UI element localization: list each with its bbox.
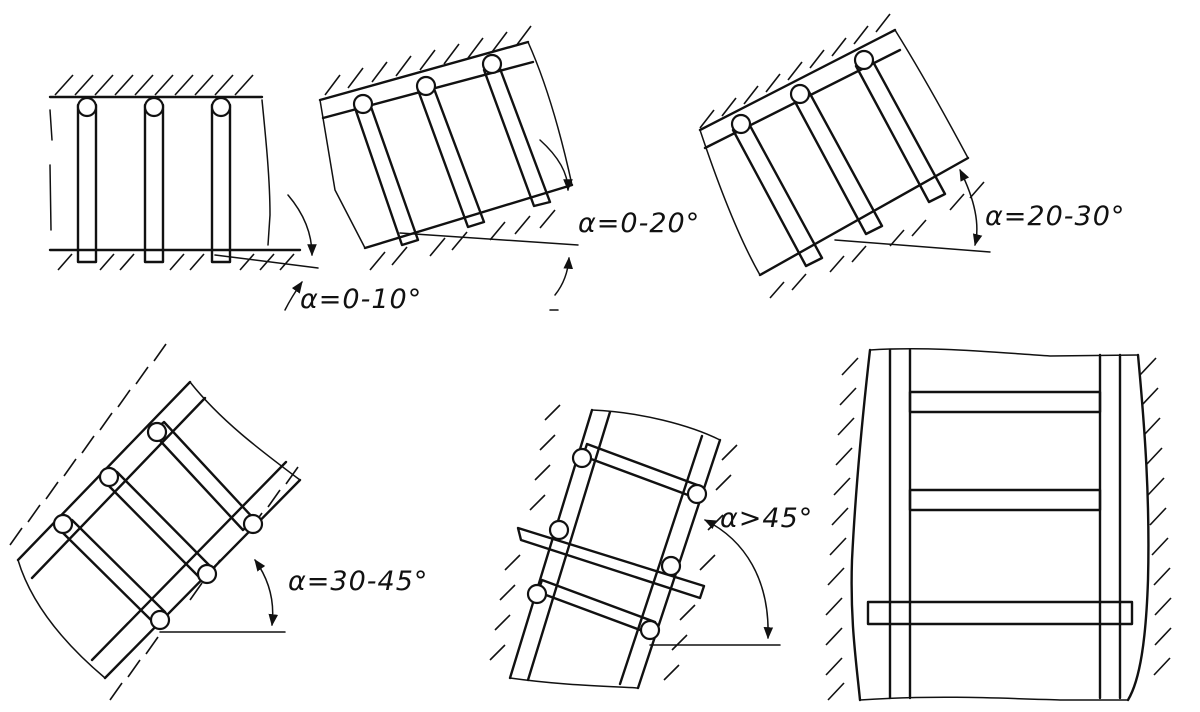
panel-steep: α>45° bbox=[489, 404, 813, 690]
post-1 bbox=[730, 113, 824, 268]
post-2 bbox=[143, 96, 165, 264]
break-line-bottom bbox=[859, 696, 1129, 701]
post-2 bbox=[415, 75, 486, 229]
panel-incline-45: α=30-45° bbox=[9, 343, 428, 701]
angle-ref-line bbox=[399, 232, 579, 246]
angle-arrow bbox=[703, 519, 774, 640]
rung-1 bbox=[908, 390, 1102, 414]
hatching-roof bbox=[54, 74, 254, 96]
wall-right bbox=[1126, 353, 1150, 702]
angle-arrow bbox=[959, 168, 983, 247]
rung-2 bbox=[526, 578, 661, 641]
floor-line bbox=[363, 183, 574, 250]
rung-2 bbox=[98, 466, 218, 585]
break-line-left bbox=[319, 99, 366, 249]
floor-line bbox=[758, 156, 970, 277]
angle-ref-line bbox=[834, 239, 991, 253]
post-1 bbox=[76, 96, 98, 264]
hatching-floor bbox=[369, 209, 556, 271]
break-line-right bbox=[189, 381, 301, 481]
break-line-right bbox=[527, 41, 573, 186]
angle-arrow-upper bbox=[287, 194, 317, 257]
angle-ref-line bbox=[214, 254, 319, 269]
break-line-right bbox=[261, 99, 271, 246]
break-line-top bbox=[591, 409, 721, 441]
rung-3 bbox=[146, 420, 264, 535]
angle-label-3: α=20-30° bbox=[985, 201, 1125, 232]
rung-2 bbox=[908, 488, 1102, 512]
crossbar bbox=[866, 600, 1134, 626]
roof-beam-top bbox=[318, 40, 530, 102]
hatching-roof bbox=[9, 343, 167, 546]
post-3 bbox=[210, 96, 232, 264]
break-line-top bbox=[869, 347, 1139, 357]
post-3 bbox=[853, 49, 947, 204]
hatching-left bbox=[825, 357, 859, 701]
angle-label-1: α=0-10° bbox=[300, 284, 422, 315]
angle-label-2: α=0-20° bbox=[578, 208, 700, 239]
floor-beam-top bbox=[90, 460, 288, 662]
hatching-left bbox=[489, 404, 561, 661]
post-1 bbox=[352, 93, 420, 247]
roof-beam-bottom bbox=[30, 396, 207, 580]
angle-arrow-upper bbox=[539, 139, 573, 192]
angle-label-5: α>45° bbox=[720, 503, 813, 534]
hatching-right bbox=[1139, 357, 1172, 676]
angle-arrow-lower bbox=[284, 281, 303, 311]
hatching-roof bbox=[324, 25, 532, 96]
break-line-left bbox=[49, 109, 53, 231]
panel-horizontal: α=0-10° bbox=[48, 74, 422, 315]
panel-incline-20: α=0-20° bbox=[318, 25, 700, 311]
leg-right-inner bbox=[618, 434, 704, 686]
post-3 bbox=[481, 53, 552, 208]
crossbar bbox=[516, 519, 706, 600]
hatching-floor bbox=[769, 181, 985, 299]
wall-left bbox=[850, 348, 872, 702]
break-line-left bbox=[699, 129, 761, 276]
hatching-roof bbox=[699, 13, 891, 129]
break-line-right bbox=[894, 29, 969, 159]
angle-arrow-lower bbox=[554, 256, 574, 296]
rung-1 bbox=[52, 513, 171, 631]
angle-label-4: α=30-45° bbox=[288, 566, 428, 597]
post-2 bbox=[789, 83, 884, 236]
angle-arrow bbox=[254, 559, 279, 627]
rung-1 bbox=[571, 442, 708, 505]
break-line-left bbox=[17, 559, 106, 679]
panel-vertical bbox=[825, 347, 1172, 702]
panel-incline-30: α=20-30° bbox=[698, 13, 1125, 299]
roof-beam-top bbox=[698, 28, 897, 132]
break-line-bottom bbox=[509, 677, 639, 689]
leg-left-inner bbox=[526, 410, 612, 682]
